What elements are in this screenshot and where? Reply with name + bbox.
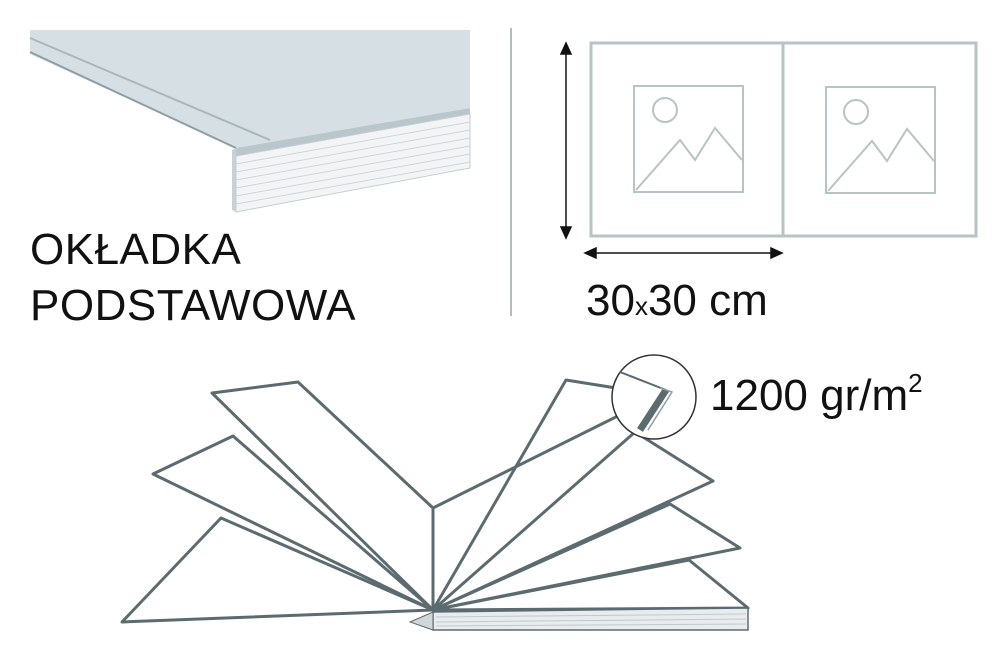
- weight-exponent: 2: [908, 368, 923, 398]
- cover-title-line2: PODSTAWOWA: [30, 281, 357, 330]
- size-label: 30x30 cm: [586, 276, 768, 331]
- size-a: 30: [586, 276, 635, 325]
- height-arrow-icon: [559, 41, 573, 240]
- cover-board-icon: [29, 30, 471, 213]
- size-unit: cm: [709, 276, 768, 325]
- width-arrow-icon: [583, 246, 784, 260]
- size-b: 30: [647, 276, 697, 325]
- paper-weight-label: 1200 gr/m2: [710, 358, 923, 421]
- weight-unit: gr/m: [820, 371, 909, 420]
- weight-value: 1200: [710, 371, 808, 420]
- cover-title-line1: OKŁADKA: [30, 225, 242, 274]
- photo-placeholder-icon: [825, 86, 936, 194]
- size-separator: x: [634, 291, 648, 321]
- photo-placeholder-icon: [633, 85, 744, 193]
- cover-title: OKŁADKA PODSTAWOWA: [30, 222, 356, 334]
